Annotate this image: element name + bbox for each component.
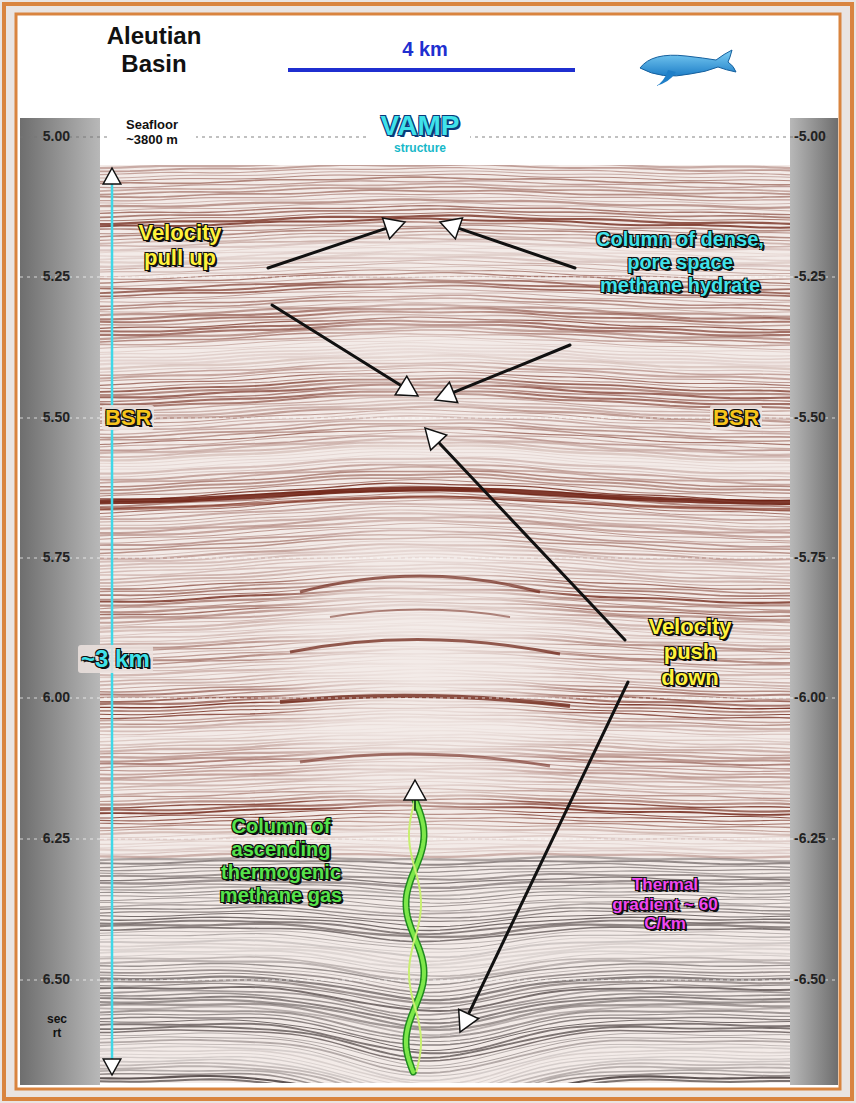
gas-column [406, 800, 424, 1072]
leader-line [414, 800, 416, 810]
dome-reflector [300, 754, 550, 766]
seismic-ground [100, 165, 790, 1083]
time-gridline [20, 838, 838, 839]
blanking-zone [300, 230, 540, 490]
arrowhead [395, 376, 418, 396]
callout-label: Column of ascending thermogenic methane … [208, 815, 354, 907]
time-gridline [20, 557, 838, 558]
whale-icon [640, 50, 736, 86]
arrowhead [435, 382, 458, 402]
time-tick: 6.00 [24, 689, 70, 705]
leader-line [111, 184, 114, 620]
time-tick: 5.75 [24, 549, 70, 565]
inner-frame [16, 14, 840, 1089]
time-tick: -5.25 [794, 268, 838, 284]
callout-label: Velocity push down [634, 614, 746, 690]
dome-reflector [300, 576, 540, 592]
time-tick: -5.50 [794, 409, 838, 425]
time-tick: 5.25 [24, 268, 70, 284]
time-gridline [20, 697, 838, 698]
seismic-line [100, 931, 790, 945]
leader-line [268, 228, 386, 268]
horizon-label: BSR [710, 405, 762, 430]
time-tick: 6.25 [24, 830, 70, 846]
gas-column [406, 800, 424, 1072]
bsr-reflector [100, 497, 790, 510]
leader-line [439, 443, 625, 640]
depth-label: ~3 km [78, 645, 153, 673]
axis-unit: sec rt [42, 1012, 72, 1041]
arrowhead [425, 428, 447, 450]
arrowhead [459, 1009, 479, 1032]
callout-label: Column of dense, pore space methane hydr… [592, 228, 768, 297]
seismic-line [100, 861, 790, 865]
leader-line [272, 305, 401, 385]
time-tick: 6.50 [24, 971, 70, 987]
time-tick: 5.00 [24, 128, 70, 144]
leader-line [469, 682, 628, 1014]
callout-label: Thermal gradient ~ 60 C/km [598, 875, 732, 934]
scale-bar [288, 68, 575, 72]
arrowhead [440, 218, 463, 239]
time-tick: -6.50 [794, 971, 838, 987]
structure-name: VAMP [370, 110, 470, 142]
arrowhead [103, 168, 121, 184]
leader-line [459, 228, 575, 268]
callout-label: Velocity pull up [122, 220, 238, 271]
horizon-label: BSR [102, 405, 154, 430]
seismic-line [100, 206, 790, 215]
seismic-line [100, 1079, 790, 1083]
seafloor-note: Seafloor ~3800 m [108, 118, 196, 148]
arrowhead [404, 780, 426, 800]
scale-label: 4 km [395, 38, 455, 61]
structure-name: structure [380, 142, 460, 156]
time-tick: -6.25 [794, 830, 838, 846]
arrowhead [383, 218, 406, 239]
leader-line [454, 345, 570, 392]
time-gridline [20, 979, 838, 980]
dome-reflector [330, 610, 510, 618]
dome-reflector [280, 696, 570, 706]
outer-frame [4, 4, 852, 1099]
arrowhead [103, 1059, 121, 1075]
time-tick: -5.00 [794, 128, 838, 144]
time-tick: 5.50 [24, 409, 70, 425]
time-axis-strip [20, 118, 100, 1085]
dome-reflector [290, 639, 560, 654]
time-axis-strip [790, 118, 838, 1085]
time-tick: -5.75 [794, 549, 838, 565]
diagram-title: Aleutian Basin [92, 22, 216, 77]
seismic-reflectors [100, 165, 790, 1083]
leader-arrows [103, 168, 628, 1075]
time-tick: -6.00 [794, 689, 838, 705]
gas-column [409, 800, 421, 1072]
time-gridlines [20, 137, 838, 980]
blanking-zone [250, 480, 590, 860]
leader-line [111, 620, 114, 1059]
